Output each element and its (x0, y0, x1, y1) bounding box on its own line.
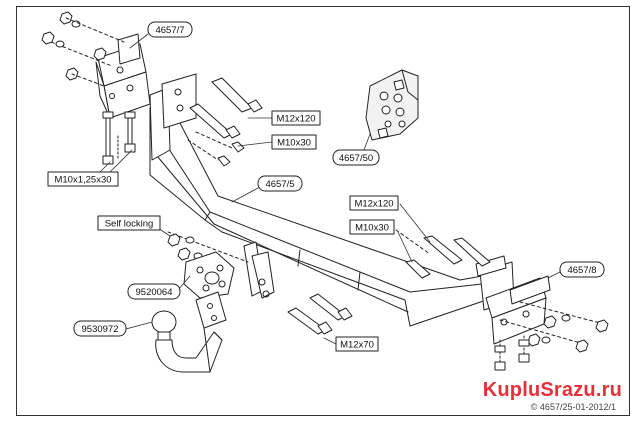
label-text: 4657/5 (265, 179, 294, 190)
label-text: M10x1,25x30 (54, 175, 111, 186)
label-self-locking: Self locking (97, 215, 161, 231)
label-m12x70: M12x70 (335, 336, 379, 352)
label-4657-8: 4657/8 (559, 261, 605, 278)
drawing-frame (16, 6, 630, 416)
label-9520064: 9520064 (127, 283, 181, 300)
upper-bolts (187, 77, 263, 167)
label-m10x30-right: M10x30 (349, 219, 395, 235)
label-9530972: 9530972 (73, 320, 127, 337)
label-text: M12x120 (354, 199, 393, 210)
label-4657-50: 4657/50 (332, 149, 380, 166)
label-text: 9520064 (136, 287, 173, 298)
label-m12x120-right: M12x120 (349, 195, 399, 211)
self-locking-nuts (167, 231, 249, 263)
label-4657-7: 4657/7 (147, 21, 193, 38)
label-m12x120-top: M12x120 (271, 110, 321, 126)
flange-plate (183, 251, 235, 299)
label-text: Self locking (105, 219, 154, 230)
label-m10x1-25x30: M10x1,25x30 (47, 171, 119, 187)
label-text: 4657/50 (339, 153, 373, 164)
label-m10x30-top: M10x30 (271, 134, 317, 150)
label-text: 4657/8 (567, 265, 596, 276)
mounting-plate-4657-50 (365, 69, 419, 141)
label-text: M12x120 (276, 114, 315, 125)
right-bolts (395, 229, 491, 279)
leader-lines (99, 33, 565, 345)
document-id: © 4657/25-01-2012/1 (530, 402, 616, 412)
lower-bolts (287, 293, 353, 335)
label-text: M12x70 (340, 340, 374, 351)
tow-ball (151, 291, 227, 373)
watermark: KupluSrazu.ru (482, 379, 622, 401)
label-text: 9530972 (82, 324, 119, 335)
label-text: M10x30 (355, 223, 389, 234)
left-bracket (95, 33, 151, 119)
right-bracket-hardware (494, 301, 609, 373)
centre-hitch-bracket (243, 241, 275, 299)
label-text: M10x30 (277, 138, 311, 149)
label-4657-5: 4657/5 (257, 175, 303, 192)
left-bracket-hardware (41, 11, 136, 165)
label-text: 4657/7 (155, 25, 184, 36)
